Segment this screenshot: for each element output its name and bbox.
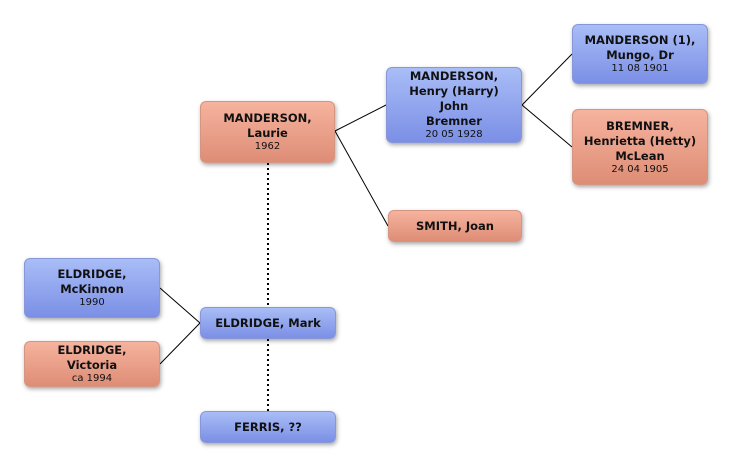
person-name-line: ELDRIDGE, Victoria — [57, 343, 127, 372]
person-date: 11 08 1901 — [611, 63, 669, 74]
person-name-line: Mungo, Dr — [606, 48, 674, 62]
person-ferris[interactable]: FERRIS, ?? — [200, 411, 336, 443]
person-henry-manderson[interactable]: MANDERSON, Henry (Harry) John Bremner 20… — [386, 67, 522, 143]
person-name-line: Laurie — [247, 126, 288, 140]
person-date: 1990 — [79, 297, 105, 308]
person-name-line: MANDERSON, — [409, 69, 499, 83]
person-name-line: MANDERSON, — [223, 111, 312, 125]
line-henry-mungo — [521, 53, 573, 106]
person-date: ca 1994 — [71, 373, 113, 384]
person-name-line: Henry (Harry) John — [409, 84, 499, 113]
person-joan-smith[interactable]: SMITH, Joan — [388, 210, 522, 242]
person-name-line: McLean — [615, 148, 665, 163]
person-victoria-eldridge[interactable]: ELDRIDGE, Victoria ca 1994 — [24, 341, 160, 387]
person-name-line: Bremner — [426, 114, 482, 128]
person-laurie-manderson[interactable]: MANDERSON, Laurie 1962 — [200, 101, 335, 163]
person-mark-eldridge[interactable]: ELDRIDGE, Mark — [200, 307, 336, 339]
person-name-line: ELDRIDGE, Mark — [215, 315, 321, 330]
person-henrietta-bremner[interactable]: BREMNER, Henrietta (Hetty) McLean 24 04 … — [572, 109, 708, 185]
person-mckinnon-eldridge[interactable]: ELDRIDGE, McKinnon 1990 — [24, 258, 160, 318]
person-mungo-manderson[interactable]: MANDERSON (1), Mungo, Dr 11 08 1901 — [572, 24, 708, 84]
person-name-line: SMITH, Joan — [416, 218, 494, 233]
person-date: 20 05 1928 — [425, 129, 483, 140]
person-name-line: BREMNER, — [606, 118, 674, 133]
person-name-line: ELDRIDGE, — [57, 267, 127, 281]
person-name-line: MANDERSON (1), — [584, 33, 696, 47]
line-laurie-henry — [334, 104, 387, 132]
person-name-line: FERRIS, ?? — [234, 419, 302, 434]
person-name-line: Henrietta (Hetty) — [583, 133, 697, 148]
line-mark-mckinnon — [159, 287, 201, 324]
line-laurie-joan — [334, 130, 389, 227]
person-date: 1962 — [254, 141, 281, 152]
line-henry-henrietta — [521, 104, 573, 148]
person-date: 24 04 1905 — [611, 163, 669, 175]
person-name-line: McKinnon — [60, 282, 124, 296]
line-mark-victoria — [159, 322, 201, 365]
